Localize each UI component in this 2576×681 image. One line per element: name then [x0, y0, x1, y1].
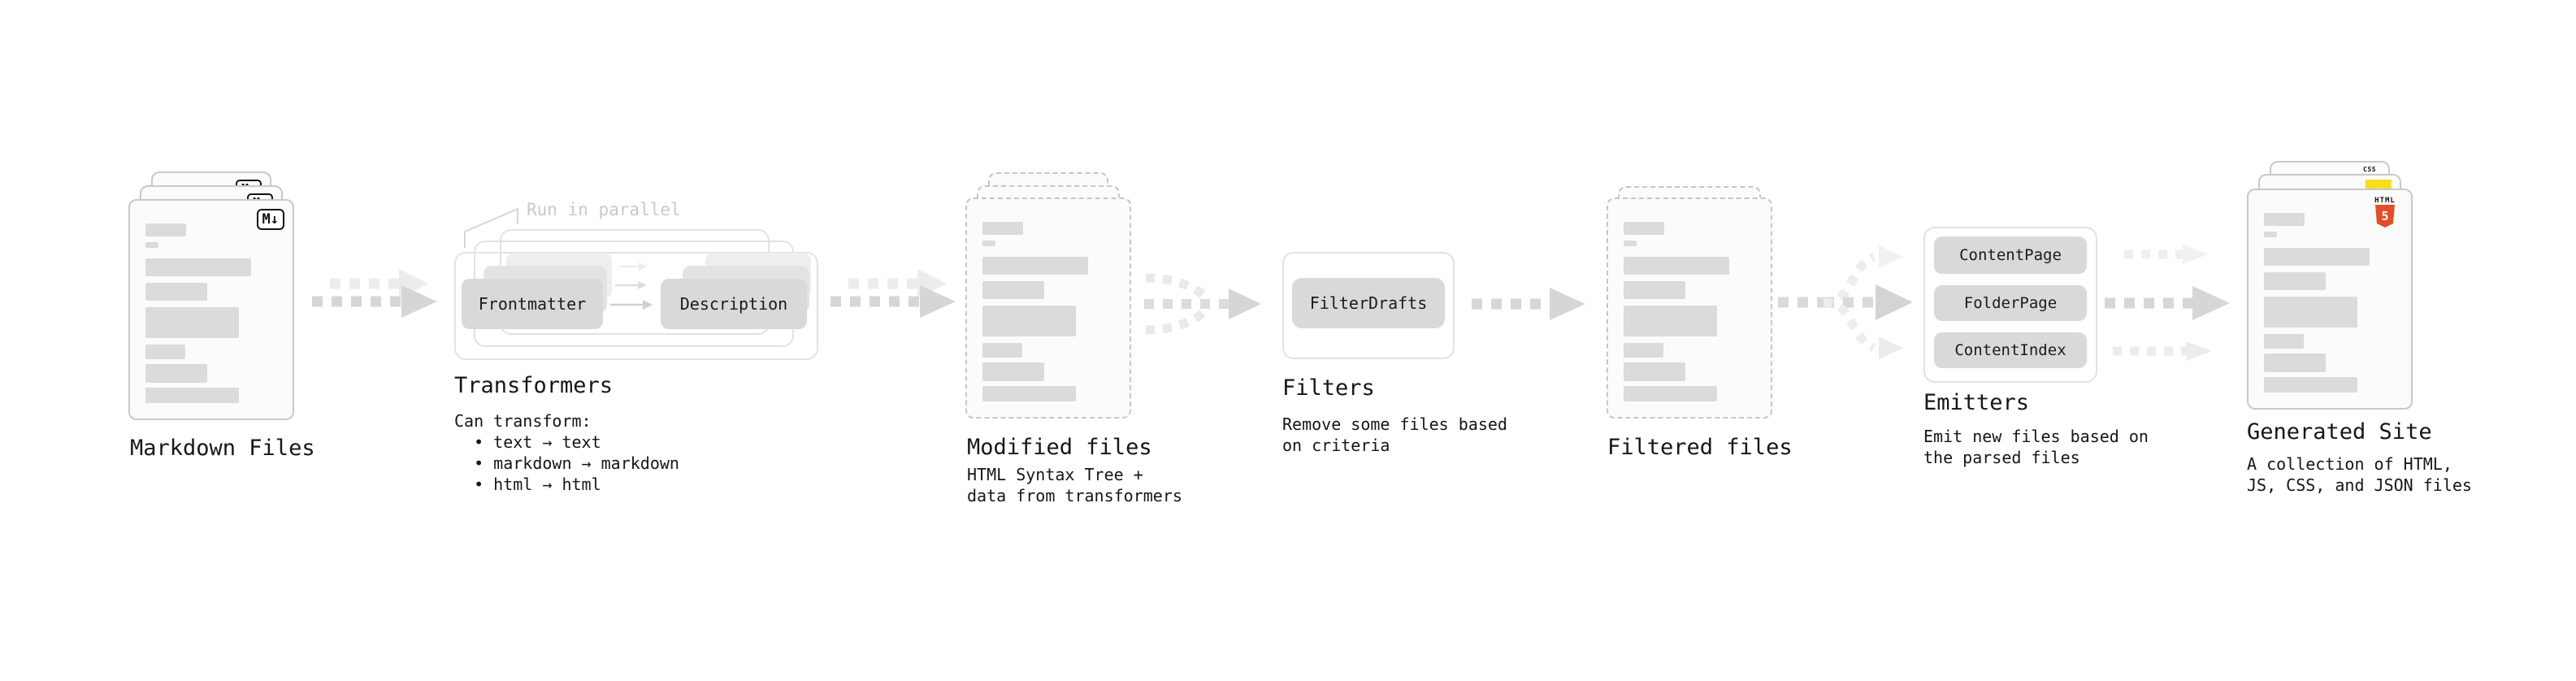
- stage-title-modified-files: Modified files: [967, 435, 1152, 460]
- stage-desc-filters: Remove some files based on criteria: [1282, 414, 1507, 455]
- transformer-frontmatter-chip: Frontmatter: [462, 279, 603, 329]
- stage-title-transformers: Transformers: [454, 373, 614, 398]
- transformer-description-chip: Description: [661, 279, 807, 329]
- stage-title-emitters: Emitters: [1923, 390, 2030, 415]
- flow-arrow-filtered-to-emitters-split: [1778, 245, 1913, 359]
- filtered-file-card-front: [1607, 197, 1772, 419]
- stage-title-generated-site: Generated Site: [2247, 419, 2432, 445]
- stage-desc-transformers: Can transform: • text → text • markdown …: [454, 411, 679, 494]
- document-placeholder-lines: [1624, 222, 1755, 401]
- document-placeholder-lines: [145, 223, 277, 403]
- stage-desc-emitters: Emit new files based on the parsed files: [1923, 427, 2149, 467]
- run-in-parallel-callout-line: [464, 207, 518, 248]
- flow-arrow-modified-to-filters-merge: [1144, 273, 1261, 335]
- stage-desc-generated-site: A collection of HTML, JS, CSS, and JSON …: [2247, 454, 2472, 495]
- flow-arrow-transformers-to-modified: [830, 269, 956, 318]
- stage-title-filters: Filters: [1282, 375, 1375, 401]
- document-placeholder-lines: [2264, 213, 2396, 393]
- emitter-folder-page-chip: FolderPage: [1934, 285, 2087, 321]
- document-placeholder-lines: [982, 222, 1114, 401]
- filter-drafts-chip: FilterDrafts: [1292, 278, 1445, 328]
- emitter-content-page-chip: ContentPage: [1934, 236, 2087, 274]
- markdown-icon: M↓: [256, 209, 284, 230]
- html5-icon: HTML 5: [2369, 197, 2401, 231]
- transformer-parallel-arrows: [610, 262, 653, 310]
- emitters-group-box: [1923, 227, 2097, 383]
- modified-file-card-front: [965, 197, 1131, 419]
- markdown-file-card-front: M↓: [128, 199, 294, 420]
- filters-group-box: [1282, 252, 1455, 359]
- flow-arrow-filters-to-filtered: [1472, 288, 1585, 320]
- site-file-card-html: HTML 5: [2247, 189, 2413, 410]
- emitter-content-index-chip: ContentIndex: [1934, 332, 2087, 368]
- stage-title-filtered-files: Filtered files: [1607, 435, 1793, 460]
- run-in-parallel-annotation: Run in parallel: [527, 200, 681, 219]
- stage-desc-modified-files: HTML Syntax Tree + data from transformer…: [967, 465, 1182, 505]
- svg-text:5: 5: [2381, 209, 2388, 223]
- stage-title-markdown-files: Markdown Files: [130, 436, 315, 461]
- flow-arrows-emitters-to-site: [2105, 245, 2230, 361]
- transformer-group-front: [454, 252, 818, 360]
- flow-arrow-markdown-to-transformers: [312, 269, 437, 318]
